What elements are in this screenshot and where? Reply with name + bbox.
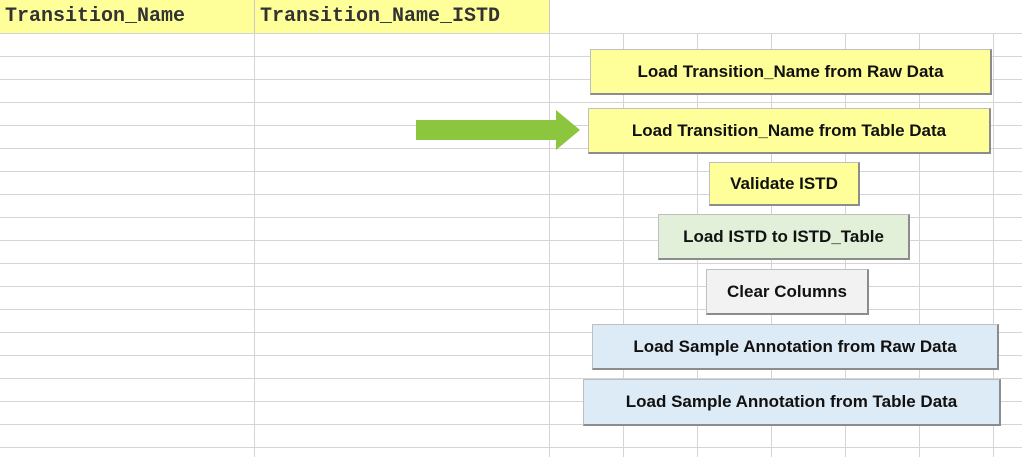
clear-columns-button[interactable]: Clear Columns (706, 269, 869, 315)
load-istd-to-table-button[interactable]: Load ISTD to ISTD_Table (658, 214, 910, 260)
header-row: Transition_Name Transition_Name_ISTD (0, 0, 1022, 34)
validate-istd-button[interactable]: Validate ISTD (709, 162, 860, 206)
header-cell-transition-name-istd[interactable]: Transition_Name_ISTD (255, 0, 550, 33)
header-cell-transition-name[interactable]: Transition_Name (0, 0, 255, 33)
right-arrow-icon (416, 110, 580, 150)
load-transition-name-raw-button[interactable]: Load Transition_Name from Raw Data (590, 49, 992, 95)
load-sample-annotation-raw-button[interactable]: Load Sample Annotation from Raw Data (592, 324, 999, 370)
column-divider (254, 0, 255, 457)
column-divider (623, 0, 624, 457)
column-divider (549, 0, 550, 457)
load-transition-name-table-button[interactable]: Load Transition_Name from Table Data (588, 108, 991, 154)
column-divider (993, 0, 994, 457)
load-sample-annotation-table-button[interactable]: Load Sample Annotation from Table Data (583, 379, 1001, 426)
column-divider (919, 0, 920, 457)
